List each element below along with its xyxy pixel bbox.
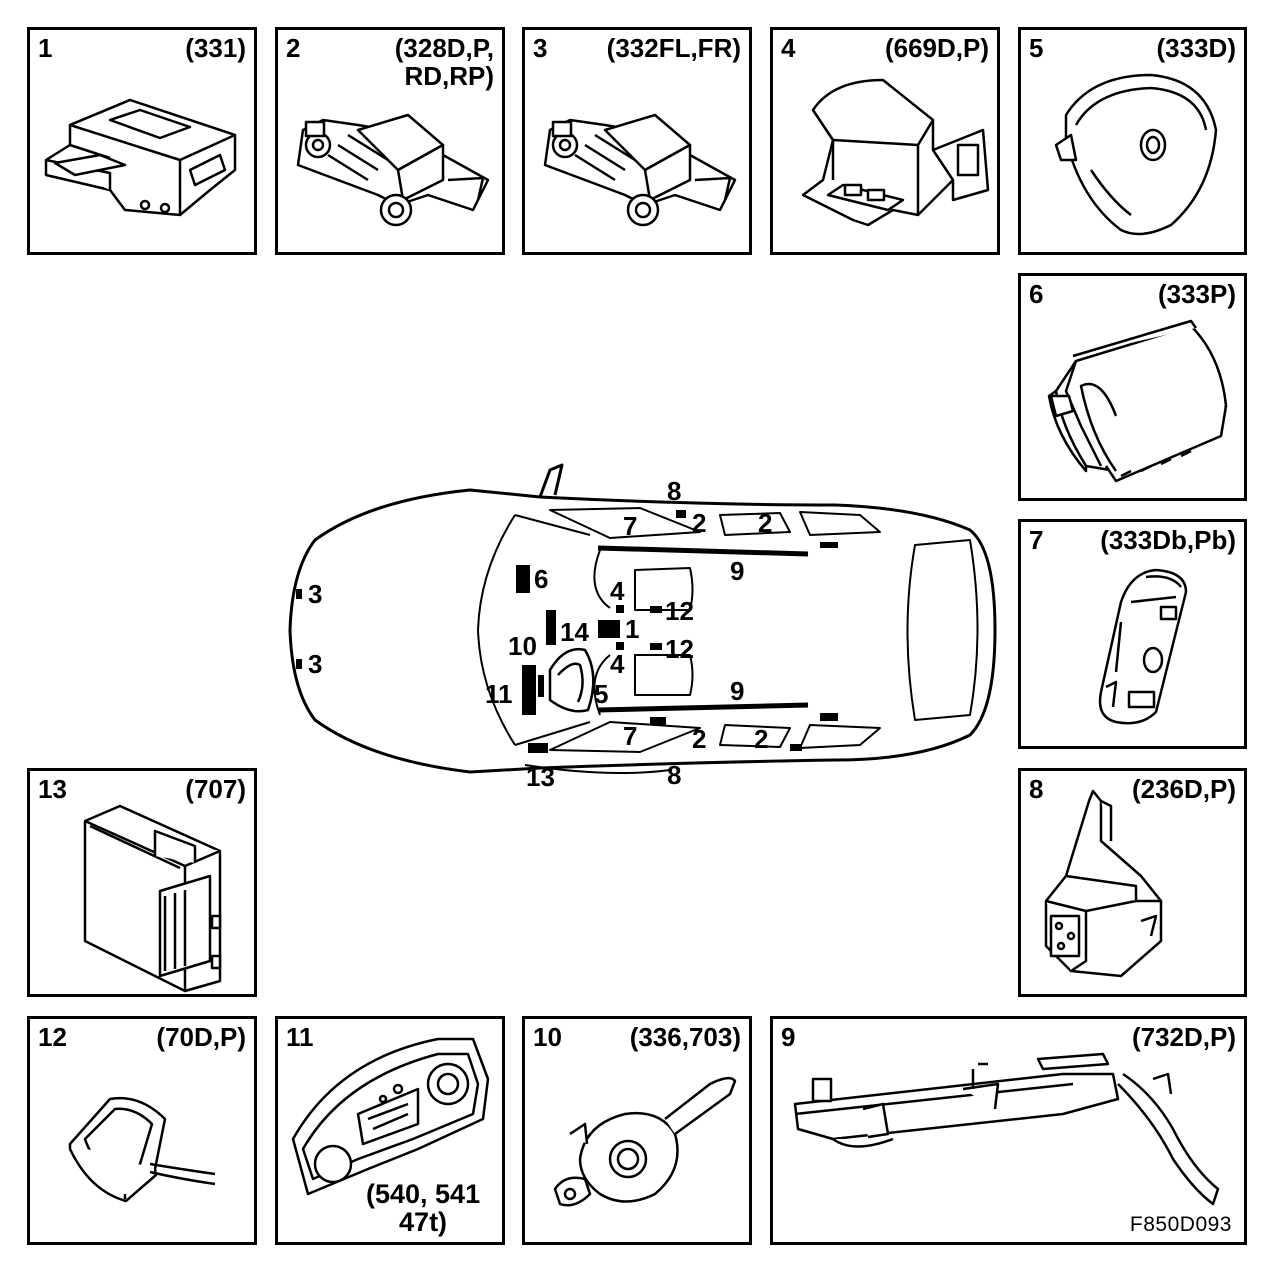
marker-8-top bbox=[676, 510, 686, 518]
marker-7-bottom bbox=[650, 717, 666, 725]
airbag-control-module-icon bbox=[44, 98, 237, 217]
curtain-airbag-icon bbox=[793, 1052, 1220, 1206]
marker-14 bbox=[546, 610, 556, 645]
panel-number: 4 bbox=[781, 33, 796, 63]
panel-code: (336,703) bbox=[629, 1022, 741, 1052]
marker-2-bottom bbox=[790, 744, 802, 751]
car-label: 13 bbox=[526, 762, 555, 792]
component-panel-8: 8 (236D,P) bbox=[1018, 768, 1247, 997]
vehicle-top-view: 8 7 2 2 9 6 3 3 4 12 14 1 10 4 12 11 5 9… bbox=[288, 463, 997, 792]
car-label: 2 bbox=[754, 724, 768, 754]
panel-number: 7 bbox=[1029, 525, 1044, 555]
pillar-sensor-icon bbox=[801, 78, 990, 227]
panel-number: 12 bbox=[38, 1022, 67, 1052]
passenger-airbag-icon bbox=[1047, 319, 1228, 483]
component-panel-4: 4 (669D,P) bbox=[770, 27, 1000, 255]
marker-1 bbox=[598, 620, 620, 638]
component-panel-11: 11 (540, 541 47t) bbox=[275, 1016, 505, 1245]
car-label: 9 bbox=[730, 676, 744, 706]
marker-11b bbox=[538, 675, 544, 697]
component-panel-1: 1 (331) bbox=[27, 27, 257, 255]
marker-4-bottom bbox=[616, 642, 624, 650]
panel-code: (331) bbox=[185, 33, 246, 63]
panel-code: (707) bbox=[185, 774, 246, 804]
car-label: 4 bbox=[610, 576, 625, 606]
panel-code: (333D) bbox=[1156, 33, 1236, 63]
component-panel-3: 3 (332FL,FR) bbox=[522, 27, 752, 255]
panel-code: (333P) bbox=[1157, 279, 1236, 309]
side-impact-sensor-icon bbox=[296, 113, 490, 227]
component-panel-9: 9 (732D,P) bbox=[770, 1016, 1247, 1245]
car-label: 8 bbox=[667, 760, 681, 790]
car-label: 1 bbox=[625, 614, 639, 644]
marker-12-bottom bbox=[650, 643, 662, 650]
component-panel-12: 12 (70D,P) bbox=[27, 1016, 257, 1245]
marker-rear-bottom bbox=[820, 713, 838, 721]
panel-number: 10 bbox=[533, 1022, 562, 1052]
car-label: 10 bbox=[508, 631, 537, 661]
panel-number: 2 bbox=[286, 33, 301, 63]
panel-code: (669D,P) bbox=[884, 33, 989, 63]
component-panel-5: 5 (333D) bbox=[1018, 27, 1247, 255]
instrument-cluster-icon bbox=[291, 1037, 490, 1196]
car-label: 9 bbox=[730, 556, 744, 586]
seatbelt-pretensioner-icon bbox=[1044, 789, 1163, 978]
car-label: 6 bbox=[534, 564, 548, 594]
marker-11 bbox=[522, 665, 536, 715]
panel-code: (236D,P) bbox=[1131, 774, 1236, 804]
car-label: 14 bbox=[560, 617, 589, 647]
car-body-outline bbox=[288, 488, 997, 774]
seat-side-airbag-icon bbox=[1098, 568, 1188, 725]
component-panel-13: 13 (707) bbox=[27, 768, 257, 997]
marker-3-top bbox=[296, 589, 302, 599]
steering-wheel-airbag-icon bbox=[1054, 73, 1218, 236]
car-label: 3 bbox=[308, 579, 322, 609]
car-label: 2 bbox=[758, 508, 772, 538]
marker-rear-top bbox=[820, 542, 838, 548]
panel-number: 1 bbox=[38, 33, 53, 63]
panel-code: (328D,P, RD,RP) bbox=[394, 33, 494, 91]
marker-12-top bbox=[650, 606, 662, 613]
panel-code: (540, 541 47t) bbox=[366, 1179, 481, 1237]
panel-number: 5 bbox=[1029, 33, 1044, 63]
panel-number: 9 bbox=[781, 1022, 796, 1052]
seat-occupancy-sensor-icon bbox=[68, 1096, 216, 1203]
panel-code: (70D,P) bbox=[156, 1022, 246, 1052]
car-label: 12 bbox=[665, 596, 694, 626]
panel-number: 11 bbox=[286, 1022, 314, 1052]
marker-6 bbox=[516, 565, 530, 593]
curtain-airbag-line-bottom bbox=[597, 702, 809, 713]
car-label: 2 bbox=[692, 724, 706, 754]
figure-reference-code: F850D093 bbox=[1129, 1213, 1232, 1236]
panel-code: (732D,P) bbox=[1131, 1022, 1236, 1052]
panel-code: (332FL,FR) bbox=[606, 33, 741, 63]
car-label: 2 bbox=[692, 508, 706, 538]
component-panel-10: 10 (336,703) bbox=[522, 1016, 752, 1245]
car-label: 11 bbox=[485, 679, 513, 709]
component-panel-2: 2 (328D,P, RD,RP) bbox=[275, 27, 505, 255]
panel-number: 13 bbox=[38, 774, 67, 804]
car-label: 5 bbox=[594, 679, 608, 709]
car-label: 8 bbox=[667, 476, 681, 506]
car-label: 12 bbox=[665, 634, 694, 664]
panel-number: 6 bbox=[1029, 279, 1044, 309]
front-impact-sensor-icon bbox=[543, 113, 737, 227]
car-label: 7 bbox=[623, 511, 637, 541]
component-panel-6: 6 (333P) bbox=[1018, 273, 1247, 501]
component-panel-7: 7 (333Db,Pb) bbox=[1018, 519, 1247, 749]
control-unit-icon bbox=[83, 804, 222, 993]
car-label: 3 bbox=[308, 649, 322, 679]
marker-4-top bbox=[616, 605, 624, 613]
panel-code: (333Db,Pb) bbox=[1100, 525, 1236, 555]
panel-number: 3 bbox=[533, 33, 548, 63]
curtain-airbag-line-top bbox=[597, 545, 809, 557]
marker-3-bottom bbox=[296, 659, 302, 669]
panel-number: 8 bbox=[1029, 774, 1044, 804]
car-label: 7 bbox=[623, 721, 637, 751]
steering-column-switch-icon bbox=[553, 1076, 737, 1207]
marker-13 bbox=[528, 743, 548, 753]
car-label: 4 bbox=[610, 649, 625, 679]
